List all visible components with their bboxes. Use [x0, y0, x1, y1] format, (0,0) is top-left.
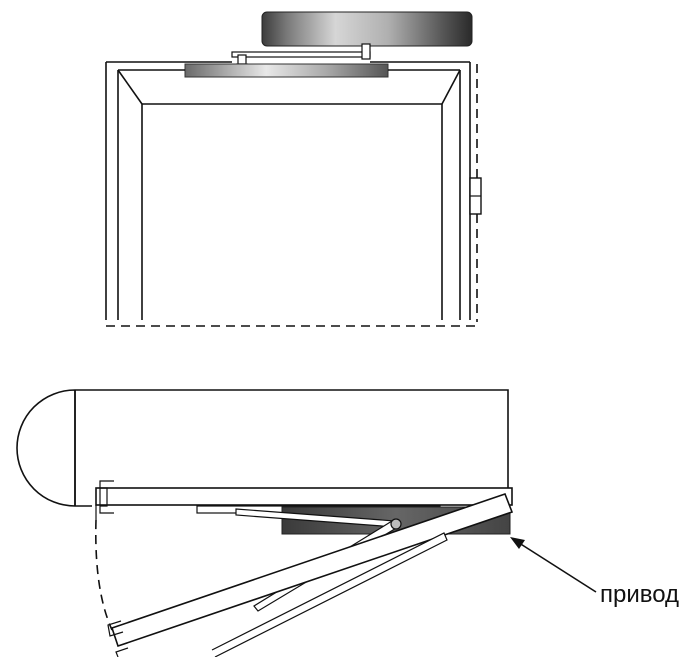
mounting-plate [184, 63, 389, 78]
front-view [105, 11, 482, 327]
drive-motor-housing [261, 11, 473, 47]
drive-label: привод [600, 581, 679, 608]
hinge-bracket [99, 480, 114, 514]
swing-arc [95, 519, 113, 631]
label-pointer-arrow [510, 537, 597, 593]
arm-linkage [231, 43, 371, 65]
door-leaf-open [110, 492, 514, 648]
door-leaf-closed [95, 487, 513, 506]
top-view [16, 389, 597, 657]
door-frame [105, 61, 471, 320]
